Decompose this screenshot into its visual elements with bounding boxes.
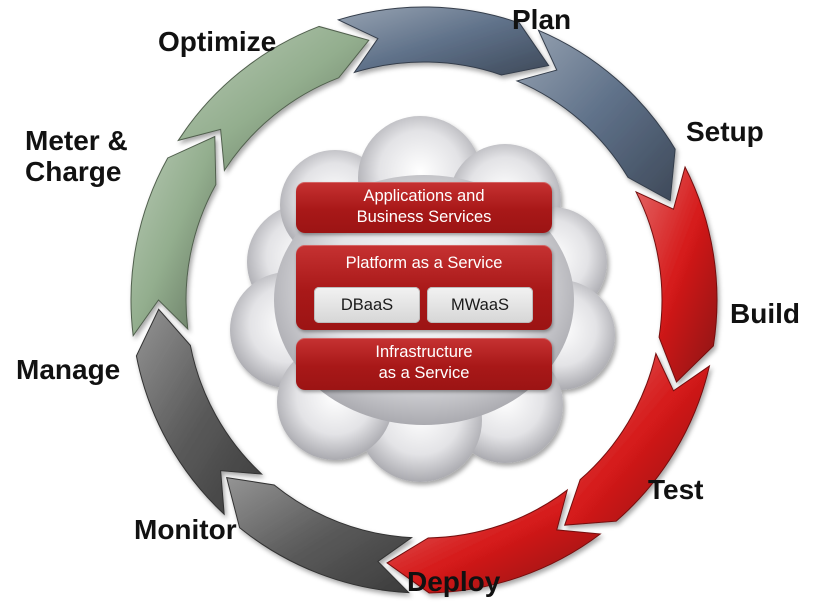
stage-label-optimize: Optimize	[158, 26, 276, 57]
stage-label-test: Test	[648, 474, 704, 505]
stage-label-deploy: Deploy	[407, 566, 500, 597]
chevron-optimize	[177, 25, 370, 172]
stage-label-manage-text: Manage	[16, 354, 121, 385]
chevron-manage	[135, 308, 264, 516]
stage-label-setup: Setup	[686, 116, 764, 147]
platform-title: Platform as a Service	[345, 254, 503, 272]
stage-label-plan: Plan	[512, 4, 571, 35]
applications-layer: Applications and Business Services	[296, 182, 552, 233]
dbaas-label: DBaaS	[340, 296, 394, 314]
infrastructure-line2: as a Service	[378, 363, 470, 382]
stage-label-monitor: Monitor	[134, 514, 237, 545]
lifecycle-arrow-ring	[130, 6, 718, 594]
stage-label-setup-text: Setup	[686, 116, 764, 147]
stage-label-manage: Manage	[16, 354, 120, 385]
applications-line1: Applications and	[363, 187, 485, 205]
infrastructure-layer: Infrastructure as a Service	[296, 338, 552, 390]
applications-line2: Business Services	[356, 207, 492, 226]
chevron-build	[634, 165, 718, 383]
stage-label-optimize-text: Optimize	[158, 26, 277, 57]
chevron-test	[563, 352, 711, 526]
infrastructure-line1: Infrastructure	[375, 343, 473, 361]
chevron-monitor	[226, 477, 414, 594]
stage-label-meter-line: Meter &	[25, 125, 128, 156]
dbaas-box: DBaaS	[314, 287, 420, 323]
mwaas-label: MWaaS	[450, 296, 510, 314]
mwaas-box: MWaaS	[427, 287, 533, 323]
chevron-deploy	[386, 488, 602, 594]
stage-label-build-text: Build	[730, 298, 800, 329]
stage-label-test-text: Test	[648, 474, 704, 505]
stage-label-monitor-text: Monitor	[134, 514, 237, 545]
stage-label-charge-line: Charge	[25, 156, 122, 188]
stage-label-deploy-text: Deploy	[407, 566, 501, 597]
chevron-plan	[336, 6, 550, 76]
stage-label-meter-charge: Meter & Charge	[25, 125, 128, 188]
chevron-meter-charge	[130, 135, 217, 338]
stage-label-build: Build	[730, 298, 800, 329]
stage-label-plan-text: Plan	[512, 4, 572, 35]
chevron-setup	[515, 29, 676, 202]
